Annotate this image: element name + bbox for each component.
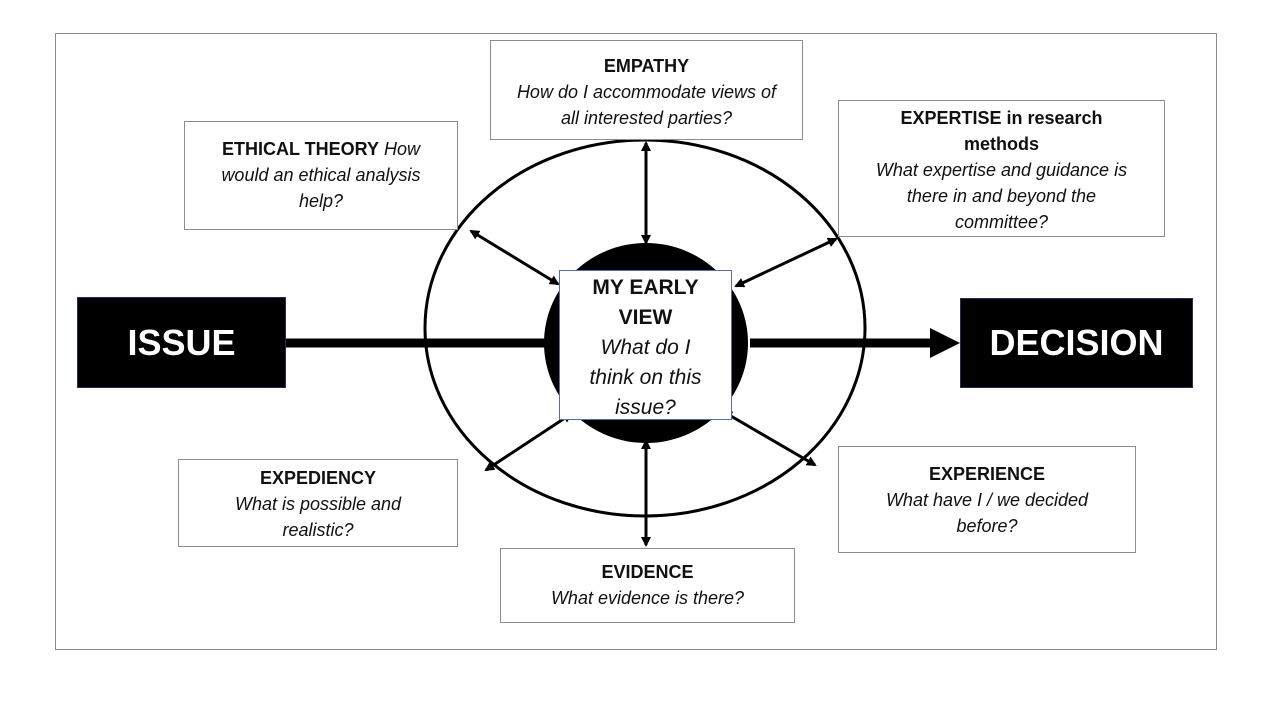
- evidence-box: EVIDENCE What evidence is there?: [500, 548, 795, 623]
- arrow-expediency: [484, 412, 573, 472]
- diagram-frame: [55, 33, 1217, 650]
- my-early-view-box: MY EARLY VIEW What do I think on this is…: [559, 270, 732, 420]
- decision-label: DECISION: [989, 322, 1164, 363]
- my-early-view-question: What do I think on this issue?: [589, 336, 702, 419]
- expertise-box: EXPERTISE in research methods What exper…: [838, 100, 1165, 237]
- experience-question: What have I / we decided before?: [885, 490, 1089, 536]
- ethical-theory-box: ETHICAL THEORY How would an ethical anal…: [184, 121, 458, 230]
- empathy-title: EMPATHY: [603, 56, 690, 76]
- expertise-title: EXPERTISE in research methods: [900, 108, 1103, 154]
- decision-arrowhead: [930, 328, 960, 358]
- evidence-question: What evidence is there?: [550, 588, 745, 608]
- arrow-experience: [722, 410, 817, 467]
- issue-block: ISSUE: [77, 297, 286, 388]
- experience-title: EXPERIENCE: [928, 464, 1046, 484]
- empathy-box: EMPATHY How do I accommodate views of al…: [490, 40, 803, 140]
- arrow-ethical-theory: [469, 229, 560, 286]
- expediency-box: EXPEDIENCY What is possible and realisti…: [178, 459, 458, 547]
- decision-block: DECISION: [960, 298, 1193, 388]
- expediency-question: What is possible and realistic?: [234, 494, 402, 540]
- issue-label: ISSUE: [127, 321, 236, 363]
- ethical-theory-title: ETHICAL THEORY: [221, 139, 379, 159]
- expertise-question: What expertise and guidance is there in …: [875, 160, 1128, 232]
- expediency-title: EXPEDIENCY: [259, 468, 377, 488]
- empathy-question: How do I accommodate views of all intere…: [516, 82, 777, 128]
- my-early-view-title: MY EARLY VIEW: [592, 276, 699, 329]
- arrow-expertise: [734, 237, 838, 288]
- experience-box: EXPERIENCE What have I / we decided befo…: [838, 446, 1136, 553]
- evidence-title: EVIDENCE: [601, 562, 694, 582]
- ethical-theory-question: How would an ethical analysis help?: [221, 139, 421, 211]
